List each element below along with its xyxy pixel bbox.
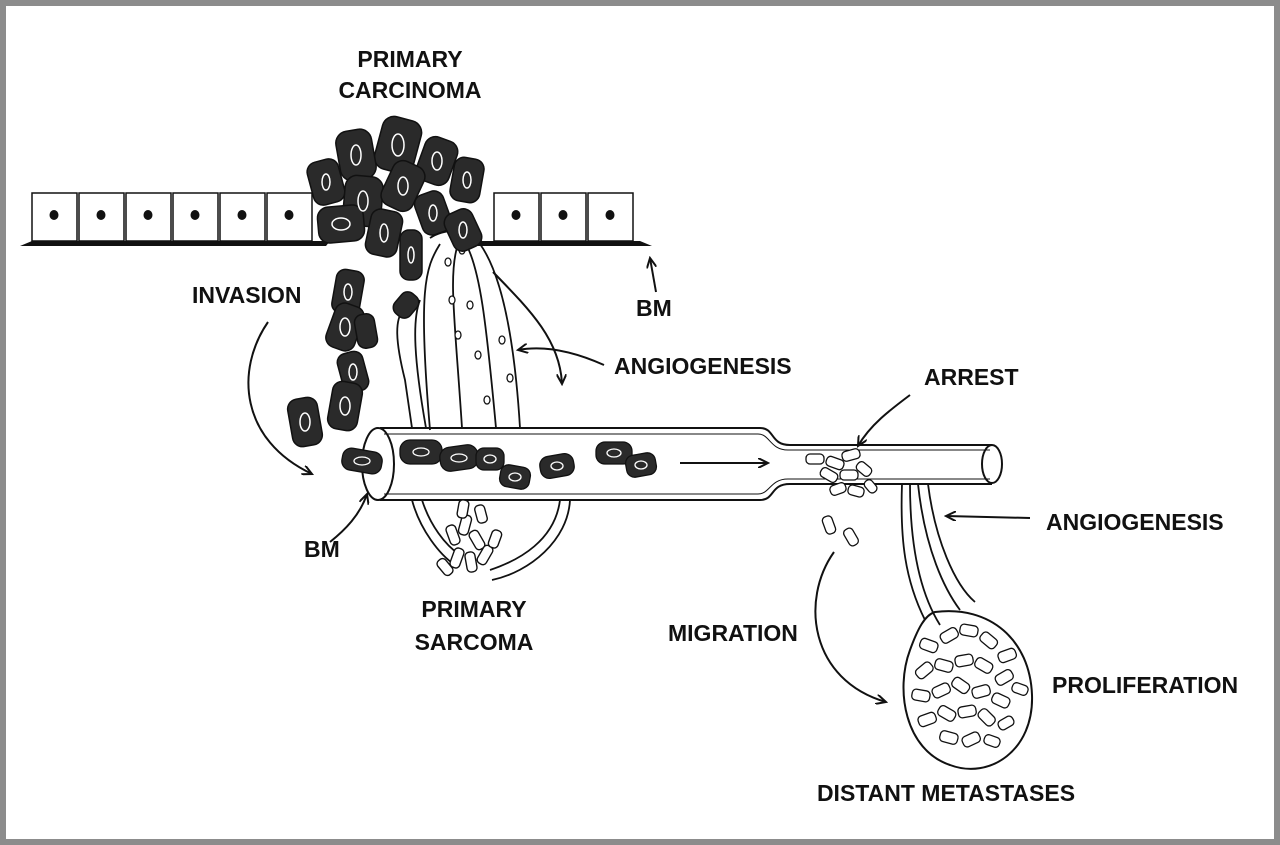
basement-membrane-right xyxy=(466,241,652,246)
basement-membrane-left xyxy=(20,241,330,246)
label-arrest: ARREST xyxy=(924,364,1019,390)
label-bm-top: BM xyxy=(636,295,672,321)
circulating-tumor-cells xyxy=(340,440,657,490)
metastasis-cells xyxy=(911,624,1029,749)
arrested-cells xyxy=(806,448,879,547)
label-bm-bottom: BM xyxy=(304,536,340,562)
carcinoma-cells xyxy=(286,114,486,448)
label-primary-sarcoma-line2: SARCOMA xyxy=(415,629,534,655)
label-proliferation: PROLIFERATION xyxy=(1052,672,1238,698)
metastasis-vessels xyxy=(902,484,975,625)
label-invasion: INVASION xyxy=(192,282,301,308)
sarcoma-cells xyxy=(435,499,502,577)
label-angiogenesis-top: ANGIOGENESIS xyxy=(614,353,792,379)
label-angiogenesis-right: ANGIOGENESIS xyxy=(1046,509,1224,535)
label-primary-carcinoma-line2: CARCINOMA xyxy=(338,77,481,103)
label-primary-sarcoma-line1: PRIMARY xyxy=(421,596,526,622)
epithelium-left xyxy=(32,193,312,241)
label-primary-carcinoma-line1: PRIMARY xyxy=(357,46,462,72)
label-migration: MIGRATION xyxy=(668,620,798,646)
label-distant-metastases: DISTANT METASTASES xyxy=(817,780,1075,806)
